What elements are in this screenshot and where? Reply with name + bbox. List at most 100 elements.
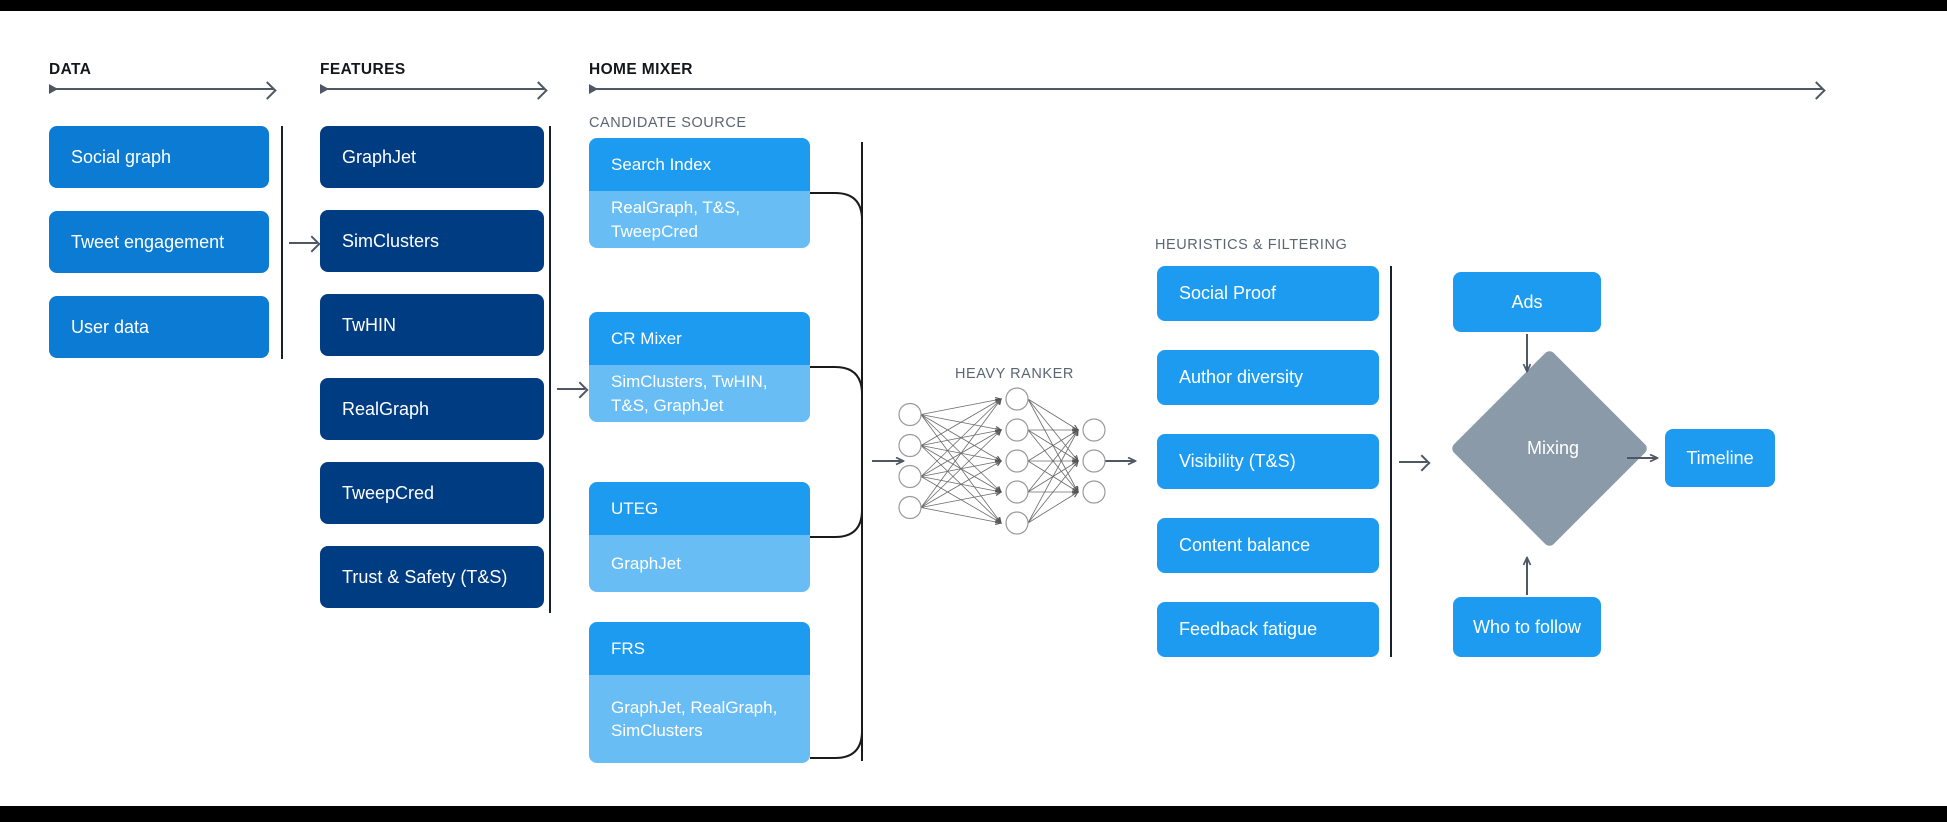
section-rule-home-mixer [589,84,1822,94]
nn-edge [920,476,1001,493]
heuristic-item-social-proof[interactable]: Social Proof [1157,266,1379,321]
candidate-source-search-index[interactable]: Search Index RealGraph, T&S, TweepCred [589,138,810,248]
feature-item-label: TweepCred [342,482,435,503]
data-item-label: Social graph [71,146,172,167]
nn-node [1082,418,1106,442]
divider-data-features [281,126,283,359]
feature-item-tweepcred[interactable]: TweepCred [320,462,544,524]
nn-edge [920,414,1001,524]
candidate-source-features: SimClusters, TwHIN, T&S, GraphJet [589,365,810,422]
nn-edge [920,476,1001,524]
heuristic-item-label: Social Proof [1179,283,1277,303]
candidate-source-name: CR Mixer [589,312,810,365]
section-rule-data [49,84,273,94]
section-rule-features [320,84,544,94]
heuristic-item-label: Author diversity [1179,367,1304,387]
nn-edge [920,414,1001,493]
divider-features-homemixer [549,126,551,613]
nn-edge [1027,429,1078,461]
nn-edge [920,445,1001,462]
heuristic-item-author-diversity[interactable]: Author diversity [1157,350,1379,405]
nn-edge [920,430,1001,508]
data-item-label: Tweet engagement [71,231,225,252]
nn-node [1082,449,1106,473]
candidate-source-cr-mixer[interactable]: CR Mixer SimClusters, TwHIN, T&S, GraphJ… [589,312,810,422]
heuristic-item-feedback-fatigue[interactable]: Feedback fatigue [1157,602,1379,657]
candidate-source-name: FRS [589,622,810,675]
candidate-source-features: RealGraph, T&S, TweepCred [589,191,810,248]
nn-node [898,495,922,520]
candidate-source-name: UTEG [589,482,810,535]
connector-overlay [810,142,1947,761]
output-label: Timeline [1686,447,1754,468]
feature-item-label: Trust & Safety (T&S) [342,566,508,587]
letterbox-bottom [0,806,1947,822]
nn-node [1082,480,1106,504]
nn-edge [920,399,1001,446]
nn-node [898,433,922,458]
feature-item-twhin[interactable]: TwHIN [320,294,544,356]
nn-node [1005,418,1029,442]
feature-item-label: TwHIN [342,314,396,335]
arrow-data-to-features [289,242,317,244]
nn-edge [1027,398,1078,492]
nn-node [1005,480,1029,504]
nn-edge [920,461,1001,477]
nn-edge [920,445,1001,524]
nn-node [898,464,922,489]
nn-edge [1027,398,1078,430]
section-title-home-mixer: HOME MIXER [589,61,693,78]
output-label: Who to follow [1472,616,1582,637]
nn-edge [920,430,1001,446]
nn-edge [920,507,1001,524]
arrow-heuristics-to-mixing [1399,461,1427,463]
output-who-to-follow[interactable]: Who to follow [1453,597,1601,657]
nn-edge [1027,430,1078,493]
nn-edge [920,461,1001,508]
feature-item-label: GraphJet [342,146,417,167]
nn-node [1005,387,1029,411]
data-item-social-graph[interactable]: Social graph [49,126,269,188]
heuristic-item-label: Visibility (T&S) [1179,451,1296,471]
data-item-tweet-engagement[interactable]: Tweet engagement [49,211,269,273]
mixing-label: Mixing [1526,437,1579,458]
heavy-ranker-network [898,387,1106,535]
nn-node [898,402,922,427]
heuristic-item-label: Feedback fatigue [1179,619,1318,639]
heuristic-item-label: Content balance [1179,535,1311,555]
output-ads[interactable]: Ads [1453,272,1601,332]
subsection-title-heuristics: HEURISTICS & FILTERING [1155,237,1348,253]
candidate-source-bracket [810,192,863,759]
divider-heuristics-output [1390,266,1392,657]
feature-item-trust-safety[interactable]: Trust & Safety (T&S) [320,546,544,608]
data-item-user-data[interactable]: User data [49,296,269,358]
nn-edge [1027,430,1078,462]
candidate-source-features: GraphJet, RealGraph, SimClusters [589,675,810,763]
output-label: Ads [1511,291,1543,312]
heuristic-item-visibility[interactable]: Visibility (T&S) [1157,434,1379,489]
nn-edge [1027,492,1078,524]
section-title-features: FEATURES [320,61,406,78]
feature-item-graphjet[interactable]: GraphJet [320,126,544,188]
candidate-source-frs[interactable]: FRS GraphJet, RealGraph, SimClusters [589,622,810,763]
feature-item-realgraph[interactable]: RealGraph [320,378,544,440]
nn-edge [920,399,1001,477]
feature-item-label: SimClusters [342,230,440,251]
candidate-source-uteg[interactable]: UTEG GraphJet [589,482,810,592]
nn-edge [920,414,1001,431]
nn-edge [1027,429,1078,492]
nn-edge [920,492,1001,508]
diagram-canvas: DATA FEATURES HOME MIXER CANDIDATE SOURC… [0,11,1947,806]
nn-edge [1027,430,1078,524]
feature-item-simclusters[interactable]: SimClusters [320,210,544,272]
heuristic-item-content-balance[interactable]: Content balance [1157,518,1379,573]
nn-edge [1027,460,1078,492]
data-item-label: User data [71,316,150,337]
nn-edge [920,430,1001,477]
nn-edge [1027,398,1078,461]
candidate-source-name: Search Index [589,138,810,191]
letterbox-top [0,0,1947,11]
subsection-title-heavy-ranker: HEAVY RANKER [955,366,1074,382]
nn-edge [920,399,1001,415]
output-timeline[interactable]: Timeline [1665,429,1775,487]
